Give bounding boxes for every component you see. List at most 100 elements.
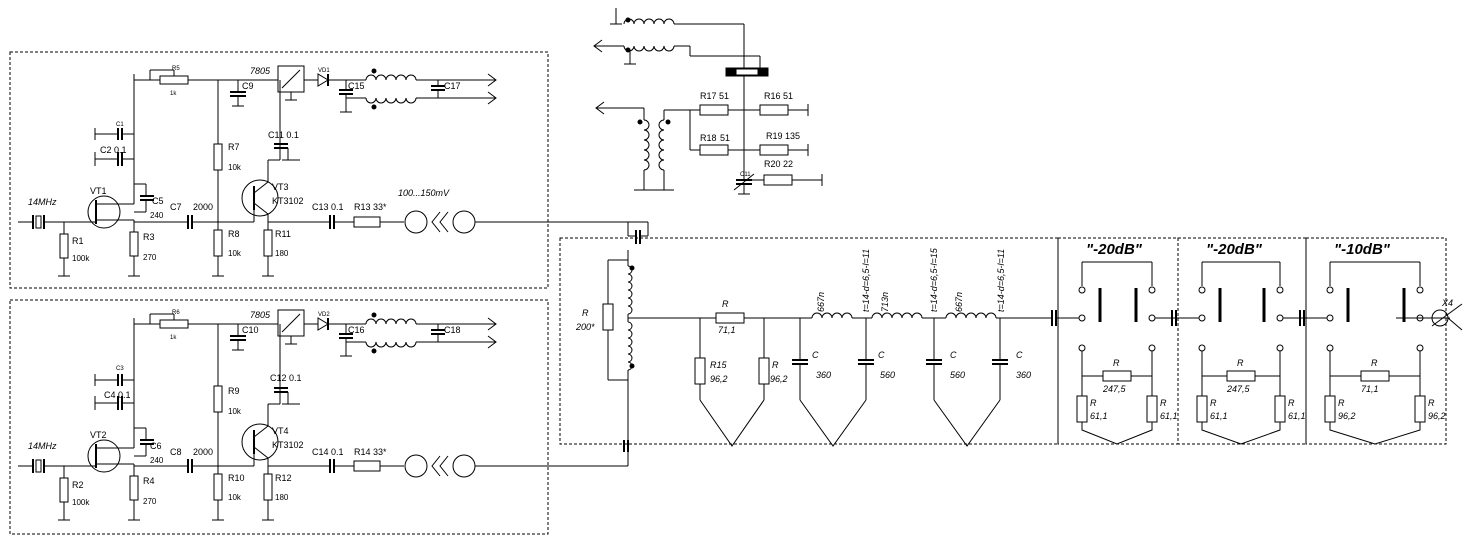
r7-label: R7 [228, 142, 240, 152]
r10-value: 10k [228, 493, 242, 502]
oscillator-block-1: 14MHz R1 100k VT1 R3 270 C1 [9, 51, 628, 289]
winding-2-spec: t=14-d=6,5-l=15 [929, 247, 939, 312]
combiner-coil-bottom [627, 321, 633, 371]
resistor-r16 [759, 104, 789, 116]
resistor-r18 [699, 144, 729, 156]
resistor-r3 [129, 231, 139, 257]
resistor-r15 [694, 357, 706, 385]
c12-label: C12 0.1 [270, 373, 302, 383]
transistor-vt2: VT2 [87, 430, 124, 473]
inductor-1 [811, 312, 853, 319]
resistor-r1 [59, 233, 69, 259]
r-series-label: R [722, 299, 729, 309]
winding-3-spec: t=14-d=6,5-l=11 [996, 249, 1006, 312]
r17-label: R17 51 [700, 91, 729, 101]
inductor-3 [945, 312, 997, 319]
attenuator-2-shunt-right [1274, 395, 1286, 423]
attenuator-2-shunt-left [1196, 395, 1208, 423]
inductor-2-value: 713n [880, 292, 890, 312]
combiner-coil-top [627, 265, 633, 315]
c15-label: C15 [348, 81, 365, 91]
c13-label: C13 0.1 [312, 202, 344, 212]
c3-label: C3 [116, 366, 124, 372]
r3-label: R3 [143, 232, 155, 242]
regulator-1-label: 7805 [250, 66, 271, 76]
inductor-1-value: 667n [816, 292, 826, 312]
r7-value: 10k [228, 163, 242, 172]
resistor-r5 [159, 75, 189, 85]
c8-value: 2000 [193, 447, 213, 457]
vd2-label: VD2 [318, 312, 330, 318]
diode-vd1 [317, 73, 329, 87]
c2-label: C2 0.1 [100, 145, 127, 155]
resistor-r2 [59, 477, 69, 503]
resistor-r14 [353, 460, 381, 472]
r8-value: 10k [228, 249, 242, 258]
transistor-vt3: VT3 KT3102 [241, 179, 304, 217]
vt4-type: KT3102 [272, 440, 304, 450]
attenuator-1-shunt-right [1146, 395, 1158, 423]
resistor-r9 [213, 385, 223, 413]
c6-label: C6 [150, 441, 162, 451]
c4-label: C4 0.1 [104, 390, 131, 400]
c10-label: C10 [242, 325, 259, 335]
attenuator-2-shunt-right-value: 61,1 [1288, 411, 1306, 421]
r5-label: R5 [172, 66, 180, 72]
transistor-vt4: VT4 KT3102 [241, 423, 304, 461]
c1-label: C1 [116, 122, 124, 128]
vt2-label: VT2 [90, 430, 107, 440]
attenuator-1-shunt-right-label: R [1160, 398, 1167, 408]
choke-1 [365, 68, 417, 110]
resistor-r-term [602, 303, 614, 331]
r9-label: R9 [228, 386, 240, 396]
c17-label: C17 [444, 81, 461, 91]
r11-label: R11 [275, 229, 291, 239]
vt3-label: VT3 [272, 182, 289, 192]
resistor-r20 [763, 174, 793, 186]
regulator-2-label: 7805 [250, 310, 271, 320]
r13-label: R13 33* [354, 202, 387, 212]
crystal-1: 14MHz [18, 197, 88, 229]
attenuator-3-shunt-right-value: 96,2 [1428, 411, 1446, 421]
crystal-1-label: 14MHz [28, 197, 57, 207]
r14-label: R14 33* [354, 447, 387, 457]
r15-value: 96,2 [710, 374, 728, 384]
block-2-border [9, 299, 549, 535]
r6-value: 1k [170, 335, 177, 341]
attenuator-2-shunt-left-value: 61,1 [1210, 411, 1228, 421]
cap-c-label: C [950, 350, 957, 360]
connector-1 [404, 210, 476, 234]
attenuator-3-title: "-10dB" [1334, 241, 1391, 258]
r-term-label: R [582, 308, 589, 318]
c7-value: 2000 [193, 202, 213, 212]
vt1-label: VT1 [90, 186, 107, 196]
c5-value: 240 [150, 211, 164, 220]
attenuator-3-series-label: R [1371, 358, 1378, 368]
attenuator-3-shunt-right [1414, 395, 1426, 423]
attenuator-2-shunt-right-label: R [1288, 398, 1295, 408]
cap-a-value: 360 [816, 370, 831, 380]
cap-b-value: 560 [880, 370, 895, 380]
c5-label: C5 [152, 196, 164, 206]
r10-label: R10 [228, 473, 245, 483]
resistor-r-series [715, 312, 745, 324]
r18-value: 51 [720, 133, 730, 143]
diode-vd2 [317, 317, 329, 331]
level-label: 100...150mV [398, 188, 450, 198]
r5-value: 1k [170, 91, 177, 97]
attenuator-3-shunt-left-value: 96,2 [1338, 411, 1356, 421]
c7-label: C7 [170, 202, 182, 212]
r-series-value: 71,1 [718, 325, 736, 335]
attenuator-2-series-label: R [1237, 358, 1244, 368]
r3-value: 270 [143, 253, 157, 262]
vt3-type: KT3102 [272, 196, 304, 206]
crystal-2: 14MHz [18, 441, 88, 473]
resistor-r13 [353, 216, 381, 228]
r-shunt-label: R [772, 360, 779, 370]
r4-label: R4 [143, 476, 155, 486]
inductor-3-value: 667n [954, 292, 964, 312]
resistor-r17 [699, 104, 729, 116]
resistor-r11 [263, 229, 273, 257]
